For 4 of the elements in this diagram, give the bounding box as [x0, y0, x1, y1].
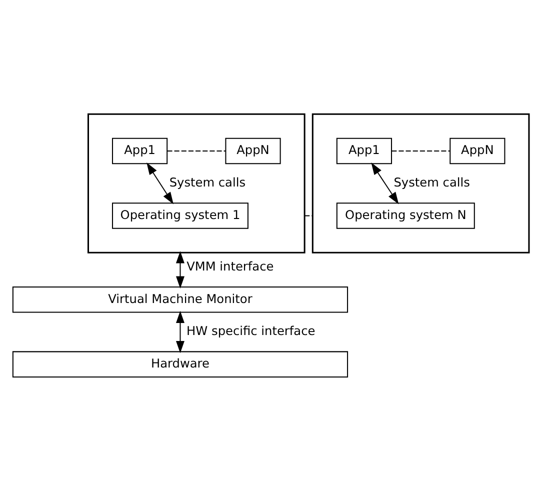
edge-label: System calls [169, 175, 246, 190]
edge-label: VMM interface [186, 258, 274, 273]
edge-label: HW specific interface [186, 324, 316, 338]
edge-label: System calls [394, 175, 470, 190]
